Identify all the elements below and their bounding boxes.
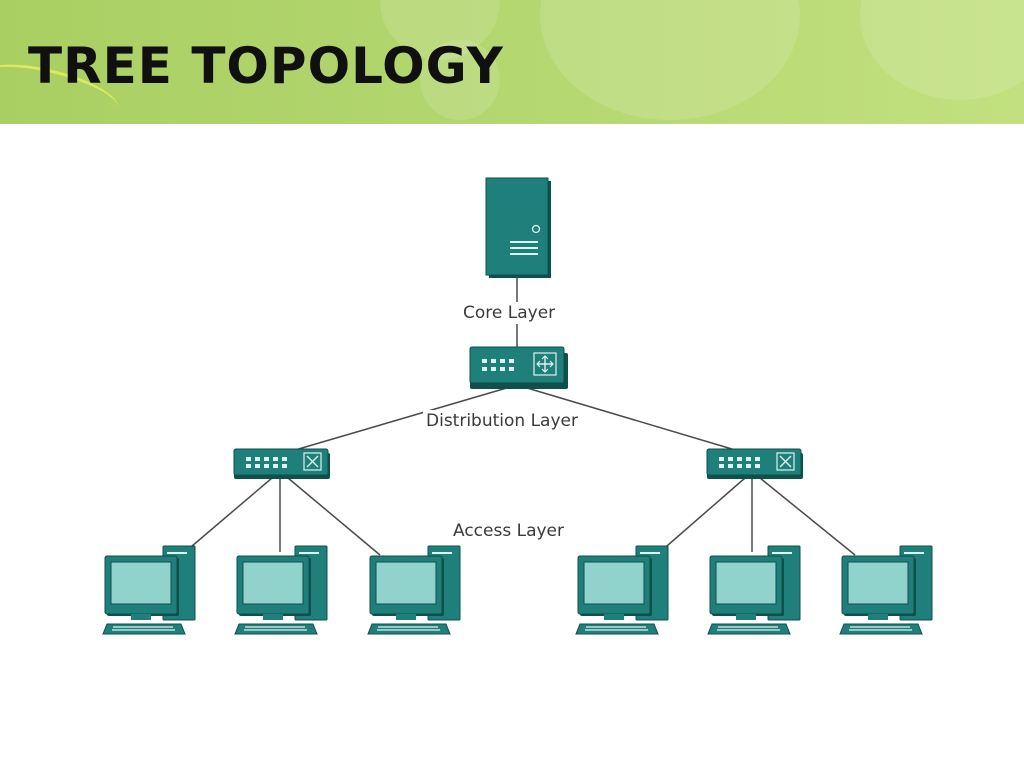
link-access-computer-1 <box>184 477 273 553</box>
computer-icon <box>367 545 461 635</box>
link-distribution-access-left <box>277 384 518 456</box>
link-distribution-access-right <box>516 384 753 456</box>
core-layer-label: Core Layer <box>460 302 559 324</box>
computer-icon <box>839 545 933 635</box>
title-banner: TREE TOPOLOGY <box>0 0 1024 124</box>
access-layer-label: Access Layer <box>450 520 567 542</box>
link-access-computer-3 <box>287 477 381 556</box>
banner-bubble <box>420 40 500 120</box>
computer-icon <box>234 545 328 635</box>
computer-icon <box>575 545 669 635</box>
access-switch-left-icon <box>233 448 331 480</box>
slide-title: TREE TOPOLOGY <box>28 37 504 95</box>
server-icon <box>485 177 551 278</box>
distribution-layer-label: Distribution Layer <box>423 410 581 432</box>
topology-links <box>184 274 856 556</box>
distribution-switch-icon <box>469 346 569 390</box>
access-switch-right-icon <box>706 448 804 480</box>
link-access-computer-4 <box>659 477 746 553</box>
computer-icon <box>707 545 801 635</box>
link-access-computer-6 <box>759 477 856 556</box>
computer-icon <box>102 545 196 635</box>
